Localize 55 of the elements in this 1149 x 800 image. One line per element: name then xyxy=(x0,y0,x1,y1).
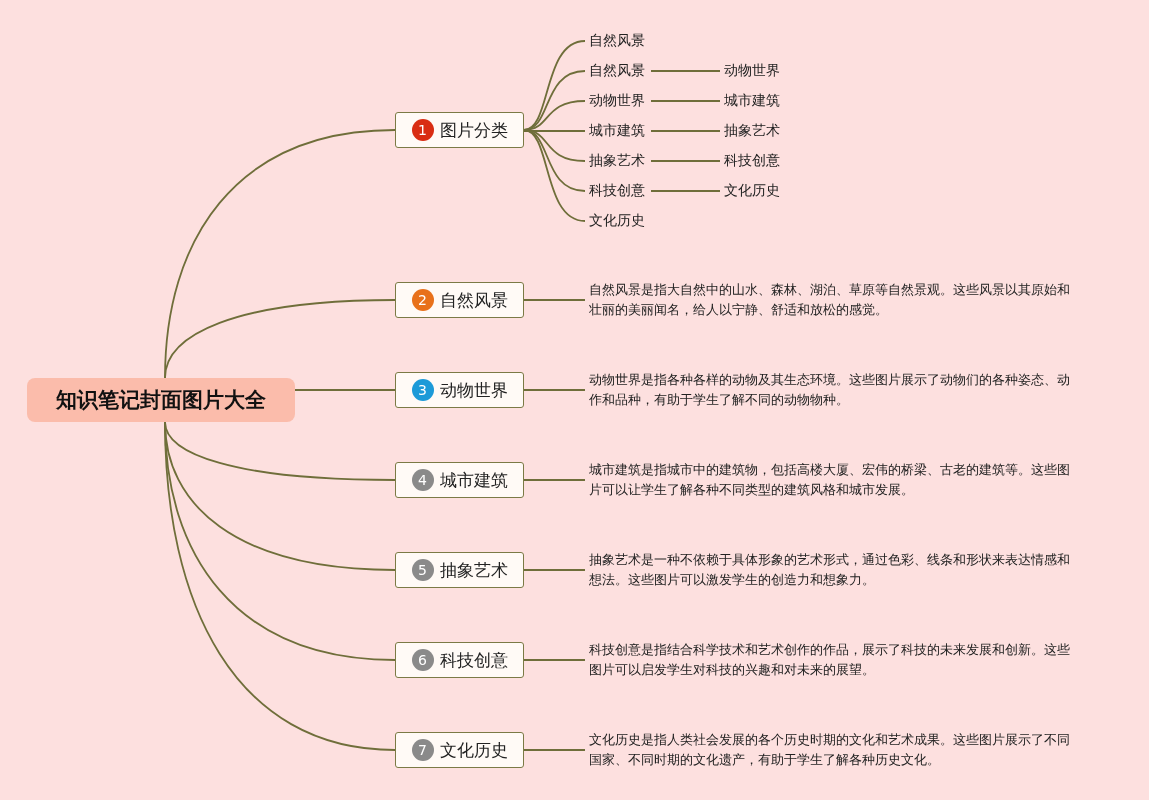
connector-line xyxy=(294,389,396,391)
connector-line xyxy=(650,160,721,162)
topic-label: 自然风景 xyxy=(585,31,651,51)
topic-text: 科技创意 xyxy=(439,648,508,672)
connector-line xyxy=(650,190,721,192)
number-badge: 1 xyxy=(411,119,434,141)
connector-line xyxy=(523,749,586,751)
number-badge: 6 xyxy=(411,649,434,671)
topic-text: 图片分类 xyxy=(439,118,508,142)
topic-text: 动物世界 xyxy=(439,378,508,402)
description-text: 科技创意是指结合科学技术和艺术创作的作品，展示了科技的未来发展和创新。这些图片可以启发学生对科技的兴趣和对未来的展望。 xyxy=(585,639,1085,681)
connector-line xyxy=(523,389,586,391)
topic-label: 动物世界 xyxy=(720,61,786,81)
description-text: 抽象艺术是一种不依赖于具体形象的艺术形式，通过色彩、线条和形状来表达情感和想法。这些图片可以激发学生的创造力和想象力。 xyxy=(585,549,1085,591)
topic-label: 城市建筑 xyxy=(720,91,786,111)
connector-line xyxy=(523,479,586,481)
topic-label: 抽象艺术 xyxy=(720,121,786,141)
topic-box xyxy=(395,372,524,408)
topic-label: 科技创意 xyxy=(585,181,651,201)
number-badge: 2 xyxy=(411,289,434,311)
description-text: 自然风景是指大自然中的山水、森林、湖泊、草原等自然景观。这些风景以其原始和壮丽的美丽闻名，给人以宁静、舒适和放松的感觉。 xyxy=(585,279,1085,321)
description-text: 动物世界是指各种各样的动物及其生态环境。这些图片展示了动物们的各种姿态、动作和品种，有助于学生了解不同的动物物种。 xyxy=(585,369,1085,411)
number-badge: 4 xyxy=(411,469,434,491)
connector-line xyxy=(523,299,586,301)
topic-text: 文化历史 xyxy=(439,738,508,762)
topic-label: 城市建筑 xyxy=(585,121,651,141)
topic-box xyxy=(395,732,524,768)
topic-box xyxy=(395,462,524,498)
connector-line xyxy=(164,299,396,379)
topic-label: 抽象艺术 xyxy=(585,151,651,171)
topic-box xyxy=(395,112,524,148)
connector-line xyxy=(650,100,721,102)
topic-text: 城市建筑 xyxy=(439,468,508,492)
topic-label: 科技创意 xyxy=(720,151,786,171)
number-badge: 3 xyxy=(411,379,434,401)
central-topic-box xyxy=(27,378,295,422)
central-topic-text: 知识笔记封面图片大全 xyxy=(56,387,266,414)
connector-line xyxy=(523,569,586,571)
topic-box xyxy=(395,552,524,588)
topic-box xyxy=(395,642,524,678)
connector-line xyxy=(523,130,586,132)
topic-label: 文化历史 xyxy=(585,211,651,231)
connector-line xyxy=(650,70,721,72)
number-badge: 5 xyxy=(411,559,434,581)
topic-label: 动物世界 xyxy=(585,91,651,111)
connector-line xyxy=(650,130,721,132)
topic-box xyxy=(395,282,524,318)
number-badge: 7 xyxy=(411,739,434,761)
connector-line xyxy=(523,659,586,661)
topic-text: 自然风景 xyxy=(439,288,508,312)
description-text: 城市建筑是指城市中的建筑物，包括高楼大厦、宏伟的桥梁、古老的建筑等。这些图片可以让学生了解各种不同类型的建筑风格和城市发展。 xyxy=(585,459,1085,501)
topic-text: 抽象艺术 xyxy=(439,558,508,582)
topic-label: 文化历史 xyxy=(720,181,786,201)
topic-label: 自然风景 xyxy=(585,61,651,81)
description-text: 文化历史是指人类社会发展的各个历史时期的文化和艺术成果。这些图片展示了不同国家、不同时期的文化遗产，有助于学生了解各种历史文化。 xyxy=(585,729,1085,771)
